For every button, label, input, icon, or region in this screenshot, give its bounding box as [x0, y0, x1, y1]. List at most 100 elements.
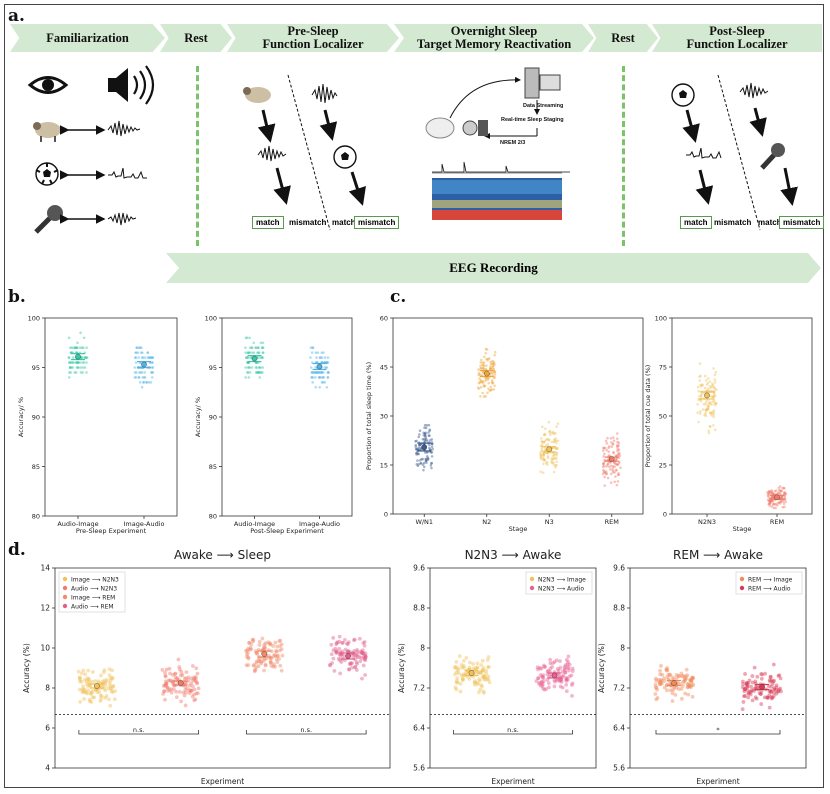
d3-point	[657, 680, 662, 685]
d2-title: N2N3 ⟶ Awake	[465, 548, 562, 562]
c1-point	[613, 465, 616, 469]
b2-point	[246, 366, 250, 369]
d2-legend-label: N2N3 ⟶ Audio	[538, 586, 584, 593]
b1-point	[133, 371, 137, 374]
c1-ytick-label: 45	[380, 364, 388, 372]
b1-point	[68, 376, 71, 379]
d1-point	[167, 666, 172, 671]
d1-point	[362, 657, 367, 661]
b1-xtick-label: Audio-Image	[57, 520, 98, 528]
b2-point	[258, 376, 262, 379]
c2-point	[771, 496, 775, 500]
d2-point	[454, 659, 459, 664]
c2-point	[713, 381, 717, 384]
c1-point	[486, 357, 490, 361]
c2-point	[704, 408, 707, 412]
b1-point	[75, 361, 79, 364]
d3-legend-label: REM ⟶ Image	[748, 577, 793, 584]
c2-point	[707, 377, 710, 380]
c1-point	[554, 463, 558, 467]
c1-point	[602, 446, 606, 450]
d1-point	[163, 683, 167, 687]
d3-point	[740, 707, 745, 712]
c1-point	[611, 442, 615, 445]
pre-mismatch-label: mismatch	[289, 218, 327, 227]
d3-point	[667, 672, 672, 677]
d3-sig-bracket	[655, 730, 781, 735]
c1-point	[555, 452, 559, 456]
d2-point	[561, 673, 566, 678]
c2-point	[704, 400, 708, 404]
d3-legend-marker	[739, 585, 745, 591]
c1-point	[421, 463, 425, 467]
pre-match-box: match	[252, 216, 284, 229]
c2-point	[713, 387, 717, 390]
d1-point	[184, 690, 189, 695]
d1-point	[110, 675, 115, 680]
c1-xtick-label: W/N1	[415, 518, 433, 526]
d1-point	[174, 695, 179, 700]
d2-point	[564, 677, 569, 682]
eeg-recording-bar: EEG Recording	[166, 253, 821, 283]
c1-point	[480, 380, 484, 384]
d3-point	[679, 671, 684, 676]
c1-point	[493, 350, 497, 354]
c1-point	[604, 470, 608, 473]
c1-point	[605, 448, 608, 452]
c1-point	[491, 381, 495, 385]
d1-point	[278, 644, 282, 649]
d1-point	[254, 665, 259, 670]
c1-point	[546, 437, 549, 441]
d1-sig-label: n.s.	[300, 726, 312, 734]
b2-point	[248, 371, 252, 374]
d3-point	[674, 672, 679, 677]
c1-point	[552, 463, 556, 467]
d1-point	[87, 680, 92, 684]
d2-axes	[429, 567, 597, 769]
b2-point	[310, 351, 314, 354]
b1-point	[150, 376, 154, 379]
c2-point	[768, 499, 772, 502]
d2-point	[552, 684, 557, 689]
d1-point	[337, 658, 342, 663]
d2-point	[461, 676, 465, 681]
b1-point	[137, 346, 141, 350]
b2-xtick-label: Audio-Image	[234, 520, 275, 528]
c2-point	[704, 402, 708, 406]
c2-point	[767, 495, 770, 499]
c1-point	[427, 423, 431, 427]
b1-point	[133, 356, 137, 359]
d1-point	[334, 641, 339, 645]
d2-point	[461, 665, 466, 670]
c1-point	[615, 468, 618, 472]
d1-point	[249, 642, 254, 647]
c1-point	[428, 428, 432, 432]
b2-point	[256, 371, 259, 374]
d1-point	[341, 640, 345, 645]
d1-point	[335, 640, 340, 645]
d3-point	[750, 680, 755, 685]
d1-point	[87, 697, 92, 702]
c1-point	[616, 440, 619, 444]
d2-point	[552, 660, 557, 664]
d1-point	[363, 655, 368, 660]
d1-point	[171, 672, 175, 677]
d1-point	[253, 649, 258, 653]
d1-point	[360, 676, 364, 681]
d3-point	[769, 684, 774, 689]
d3-legend-label: REM ⟶ Audio	[748, 586, 791, 593]
c2-point	[767, 493, 771, 496]
d3-point	[664, 668, 669, 673]
d2-point	[459, 673, 464, 678]
d1-point	[263, 641, 268, 646]
b1-point	[77, 361, 80, 364]
c1-point	[491, 373, 495, 377]
d3-point	[769, 690, 774, 694]
b1-point	[74, 346, 78, 350]
d2-point	[559, 680, 564, 684]
b2-point	[314, 371, 317, 374]
c2-point	[767, 500, 771, 503]
b2-point	[258, 356, 262, 359]
b2-point	[320, 351, 324, 354]
d1-point	[196, 691, 200, 696]
